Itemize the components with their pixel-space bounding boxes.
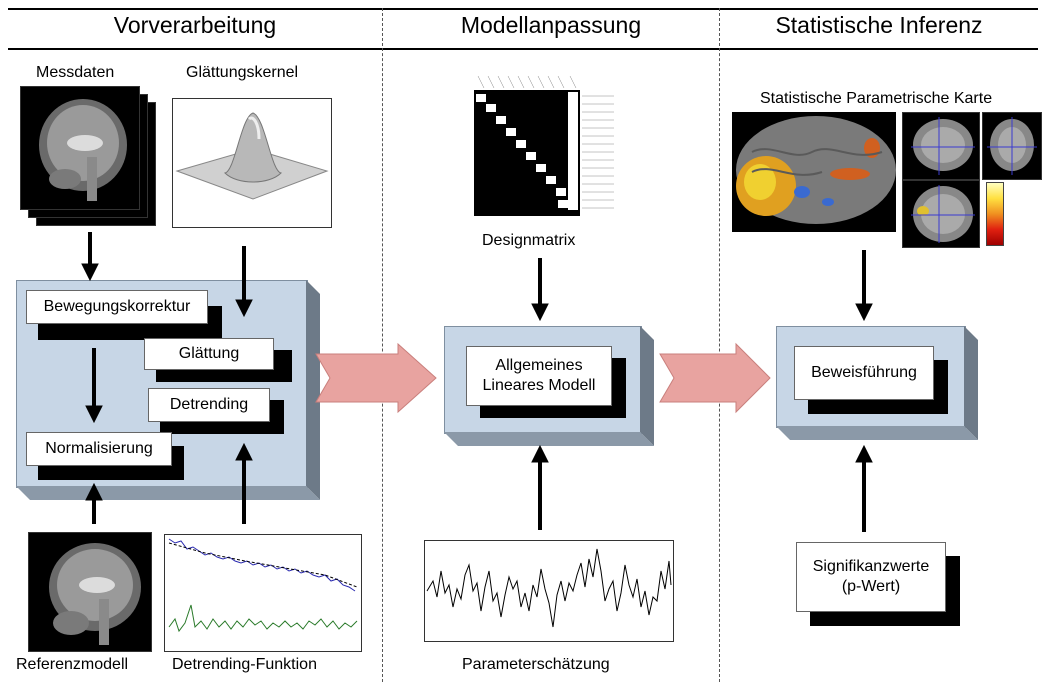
significance-line1: Signifikanzwerte: [812, 558, 930, 575]
model-panel-depth: [444, 326, 654, 446]
spm-brain-render: [732, 112, 896, 232]
glm-line2: Lineares Modell: [482, 377, 596, 394]
reference-model-image: [28, 532, 152, 652]
parameter-estimation-plot: [424, 540, 674, 642]
significance-box[interactable]: Signifikanzwerte (p-Wert): [796, 542, 946, 612]
spm-label: Statistische Parametrische Karte: [760, 90, 993, 107]
measured-data-image: [20, 86, 140, 210]
motion-correction-box[interactable]: Bewegungskorrektur: [26, 290, 208, 324]
header-preprocessing: Vorverarbeitung: [113, 12, 277, 38]
smoothing-kernel-image: [172, 98, 332, 228]
header-inference: Statistische Inferenz: [775, 12, 983, 38]
inference-panel-depth: [776, 326, 978, 440]
detrending-function-label: Detrending-Funktion: [172, 656, 317, 673]
spm-coronal-slice: [982, 112, 1042, 180]
glm-box[interactable]: Allgemeines Lineares Modell: [466, 346, 612, 406]
spm-colorbar: [986, 182, 1004, 246]
glm-line1: Allgemeines: [495, 357, 583, 374]
detrending-box[interactable]: Detrending: [148, 388, 270, 422]
measured-data-label: Messdaten: [36, 64, 115, 81]
spm-axial-slice: [902, 180, 980, 248]
header-model-fitting: Modellanpassung: [460, 12, 642, 38]
normalization-box[interactable]: Normalisierung: [26, 432, 172, 466]
design-matrix-image: [458, 72, 618, 220]
smoothing-box[interactable]: Glättung: [144, 338, 274, 370]
evidence-box[interactable]: Beweisführung: [794, 346, 934, 400]
top-rule: [8, 8, 1038, 10]
significance-line2: (p-Wert): [841, 578, 901, 595]
design-matrix-label: Designmatrix: [482, 232, 576, 249]
parameter-estimation-label: Parameterschätzung: [462, 656, 610, 673]
detrending-function-plot: [164, 534, 362, 652]
spm-sagittal-slice: [902, 112, 980, 180]
smoothing-kernel-label: Glättungskernel: [186, 64, 299, 81]
header-rule: [8, 48, 1038, 50]
reference-model-label: Referenzmodell: [16, 656, 129, 673]
